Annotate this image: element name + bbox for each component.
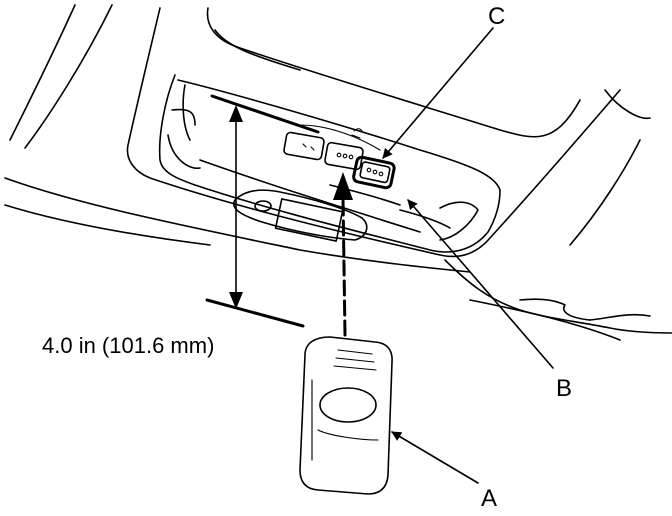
sunglass-holder bbox=[329, 184, 479, 241]
homelink-button-3 bbox=[352, 155, 396, 190]
measurement-arrow-up bbox=[229, 105, 243, 122]
label-b: B bbox=[556, 375, 572, 402]
leader-line-c bbox=[382, 27, 494, 159]
dashed-signal-line bbox=[341, 196, 347, 337]
label-c: C bbox=[488, 3, 505, 30]
measurement-indicator bbox=[205, 94, 320, 328]
measurement-label: 4.0 in (101.6 mm) bbox=[42, 333, 214, 358]
homelink-button-2 bbox=[324, 141, 364, 171]
map-light bbox=[233, 189, 368, 242]
upper-reference-bar bbox=[210, 94, 320, 134]
homelink-buttons bbox=[283, 124, 396, 190]
signal-arrowhead bbox=[333, 172, 353, 200]
leader-line-a bbox=[391, 431, 479, 484]
label-a: A bbox=[481, 485, 497, 512]
lower-reference-bar bbox=[205, 298, 305, 328]
measurement-arrow-down bbox=[229, 292, 243, 309]
console-housing bbox=[126, 7, 651, 258]
remote-transmitter bbox=[299, 336, 393, 495]
remote-button bbox=[319, 387, 377, 423]
roof-outline bbox=[4, 4, 672, 341]
homelink-button-1 bbox=[283, 131, 325, 161]
leader-line-b bbox=[407, 199, 554, 369]
